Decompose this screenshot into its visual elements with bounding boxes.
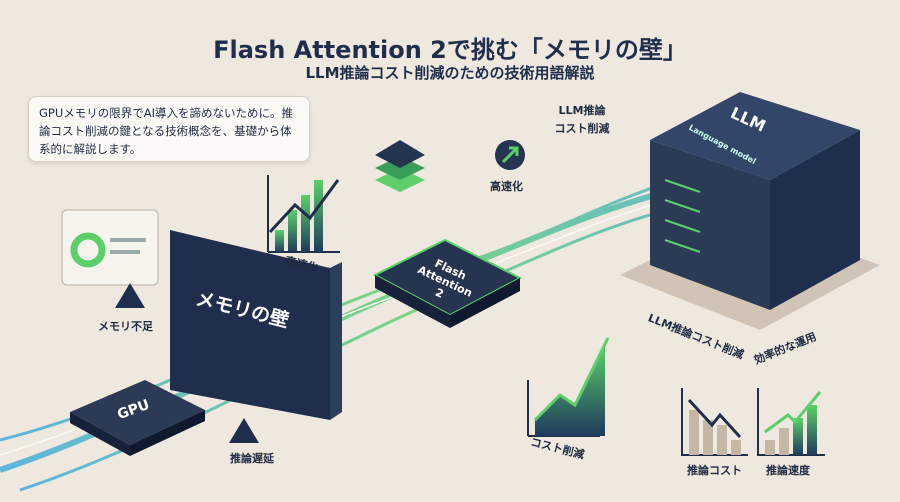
dashboard-card-icon bbox=[61, 209, 159, 286]
gpu-chip bbox=[70, 380, 205, 456]
memory-wall bbox=[170, 230, 330, 420]
inference-speed-label: 推論速度 bbox=[766, 464, 810, 477]
speedup-chart-icon bbox=[267, 175, 340, 253]
page-title: Flash Attention 2で挑む「メモリの壁」 bbox=[213, 36, 687, 64]
inference-cost-chart-icon bbox=[681, 388, 748, 456]
warning-icon bbox=[115, 283, 259, 443]
cost-reduction-chart-icon bbox=[527, 337, 610, 437]
memory-shortage-label: メモリ不足 bbox=[98, 320, 153, 333]
speedup-label: 高速化 bbox=[490, 180, 523, 193]
page-subtitle: LLM推論コスト削減のための技術用語解説 bbox=[305, 64, 595, 82]
sync-stack-icon bbox=[375, 140, 425, 192]
llm-server bbox=[620, 92, 880, 330]
llm-cost-reduction-label: LLM推論 コスト削減 bbox=[554, 104, 610, 135]
inference-cost-label: 推論コスト bbox=[687, 464, 742, 477]
inference-delay-label: 推論遅延 bbox=[230, 452, 274, 465]
inference-speed-chart-icon bbox=[757, 388, 825, 456]
intro-speech-bubble: GPUメモリの限界でAI導入を諦めないために。推論コスト削減の鍵となる技術概念を… bbox=[28, 96, 310, 162]
flash-attention-chip bbox=[372, 238, 523, 328]
